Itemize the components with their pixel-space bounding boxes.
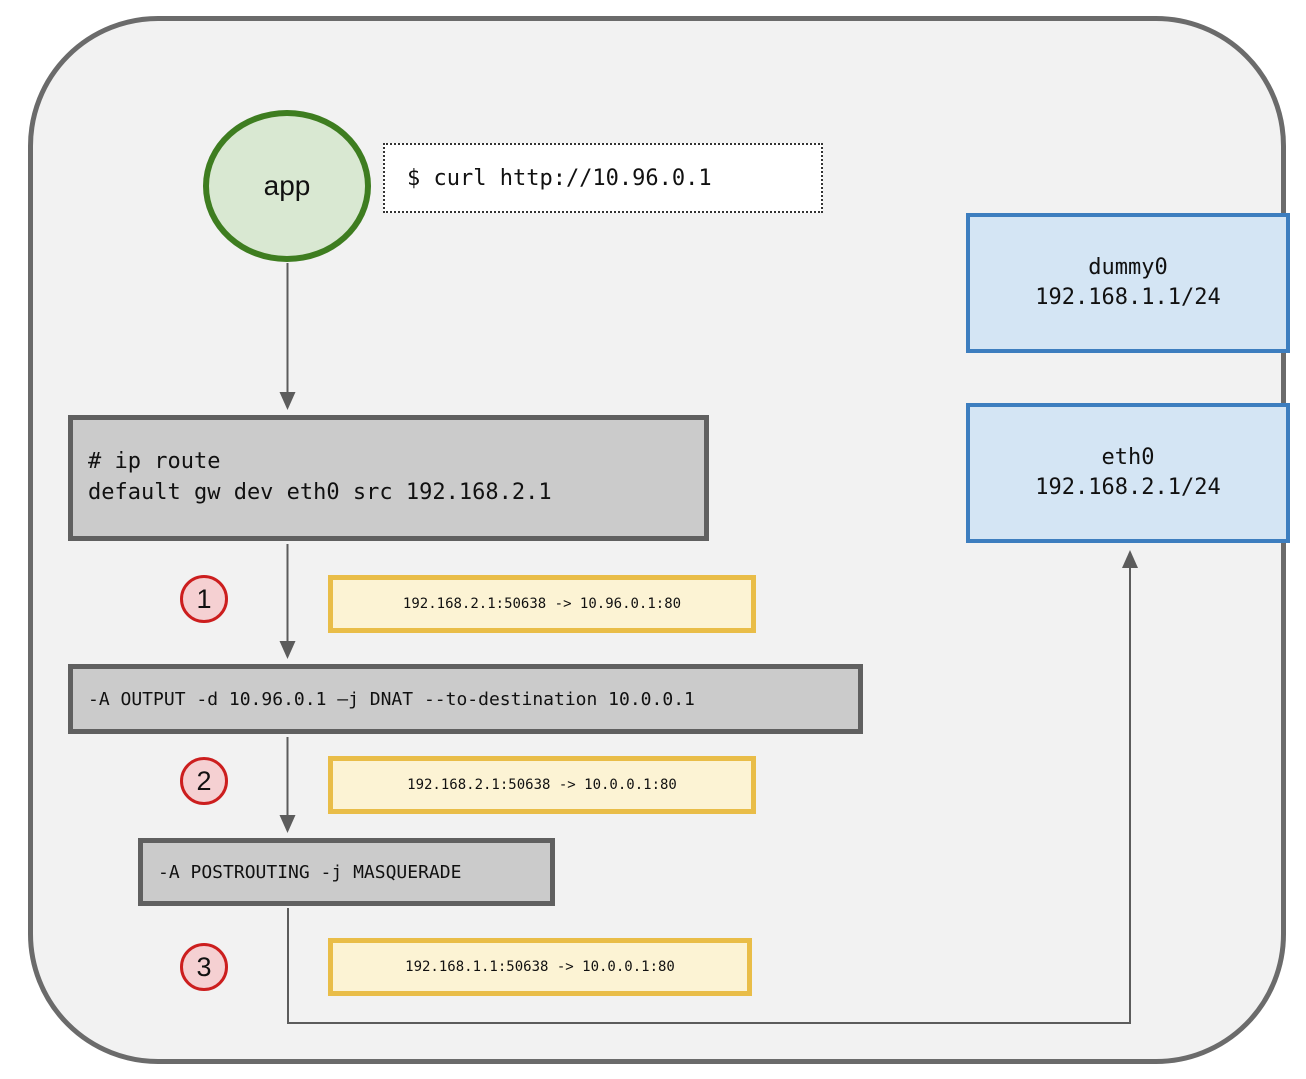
step-badge-3: 3 xyxy=(180,943,228,991)
curl-command-text: $ curl http://10.96.0.1 xyxy=(407,165,712,191)
iptables-masquerade-rule-text: -A POSTROUTING -j MASQUERADE xyxy=(158,861,462,883)
interface-dummy0-name: dummy0 xyxy=(1088,255,1168,281)
packet-flow-3-text: 192.168.1.1:50638 -> 10.0.0.1:80 xyxy=(405,959,675,975)
curl-command-box: $ curl http://10.96.0.1 xyxy=(383,143,823,213)
packet-flow-2: 192.168.2.1:50638 -> 10.0.0.1:80 xyxy=(328,756,756,814)
step-badge-3-number: 3 xyxy=(196,951,212,982)
interface-dummy0: dummy0 192.168.1.1/24 xyxy=(966,213,1290,353)
iptables-masquerade-rule: -A POSTROUTING -j MASQUERADE xyxy=(138,838,555,906)
packet-flow-1: 192.168.2.1:50638 -> 10.96.0.1:80 xyxy=(328,575,756,633)
interface-eth0-name: eth0 xyxy=(1101,445,1155,471)
packet-flow-3: 192.168.1.1:50638 -> 10.0.0.1:80 xyxy=(328,938,752,996)
iptables-dnat-rule-text: -A OUTPUT -d 10.96.0.1 –j DNAT --to-dest… xyxy=(88,688,695,710)
iptables-dnat-rule: -A OUTPUT -d 10.96.0.1 –j DNAT --to-dest… xyxy=(68,664,863,734)
step-badge-2-number: 2 xyxy=(196,765,212,796)
ip-route-box: # ip route default gw dev eth0 src 192.1… xyxy=(68,415,709,541)
step-badge-1-number: 1 xyxy=(196,583,212,614)
ip-route-line2: default gw dev eth0 src 192.168.2.1 xyxy=(88,480,552,505)
interface-eth0-address: 192.168.2.1/24 xyxy=(1035,475,1221,500)
interface-dummy0-address: 192.168.1.1/24 xyxy=(1035,285,1221,310)
app-node: app xyxy=(203,110,371,262)
packet-flow-1-text: 192.168.2.1:50638 -> 10.96.0.1:80 xyxy=(402,596,682,612)
app-node-label: app xyxy=(263,170,311,201)
step-badge-2: 2 xyxy=(180,757,228,805)
interface-eth0: eth0 192.168.2.1/24 xyxy=(966,403,1290,543)
packet-flow-2-text: 192.168.2.1:50638 -> 10.0.0.1:80 xyxy=(407,777,677,793)
step-badge-1: 1 xyxy=(180,575,228,623)
ip-route-line1: # ip route xyxy=(88,449,221,475)
